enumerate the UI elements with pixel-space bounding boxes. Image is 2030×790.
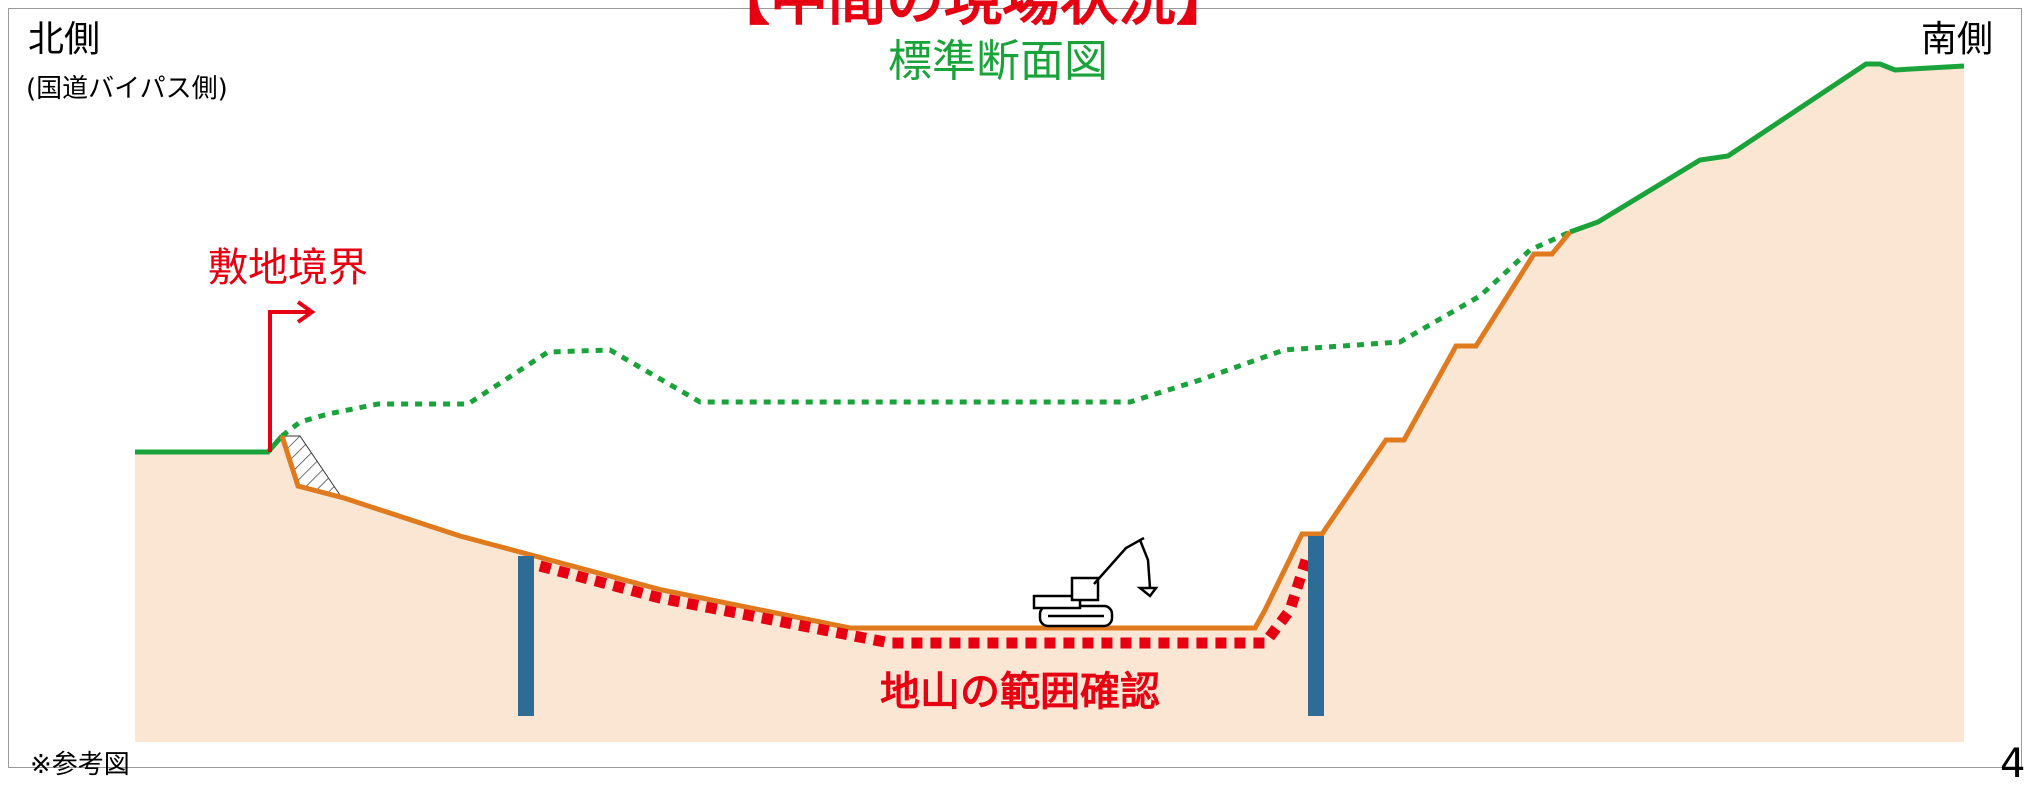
excavator-icon <box>1032 536 1159 628</box>
sheet-pile-right <box>1308 536 1324 716</box>
north-side-sublabel: (国道バイパス側) <box>26 74 228 104</box>
existing-surface-south <box>1569 61 1965 235</box>
boundary-marker <box>268 310 310 452</box>
south-side-label: 南側 <box>1921 19 1994 60</box>
slide-frame <box>8 8 2022 768</box>
original-surface-dotted <box>280 229 1572 438</box>
reference-note: ※参考図 <box>30 750 130 780</box>
page-number: 4 <box>2000 741 2026 787</box>
page-header-title: 【中間の現場状況】 <box>712 0 1234 28</box>
north-side-label: 北側 <box>28 19 101 60</box>
arrow-right-icon <box>296 300 316 324</box>
existing-surface-north <box>135 434 284 455</box>
sheet-pile-left <box>518 556 534 716</box>
ground-check-label: 地山の範囲確認 <box>880 669 1160 715</box>
ground-check-line <box>538 558 1312 649</box>
excavation-line <box>279 230 1572 631</box>
site-boundary-label: 敷地境界 <box>208 245 368 291</box>
diagram-title: 標準断面図 <box>888 36 1108 87</box>
